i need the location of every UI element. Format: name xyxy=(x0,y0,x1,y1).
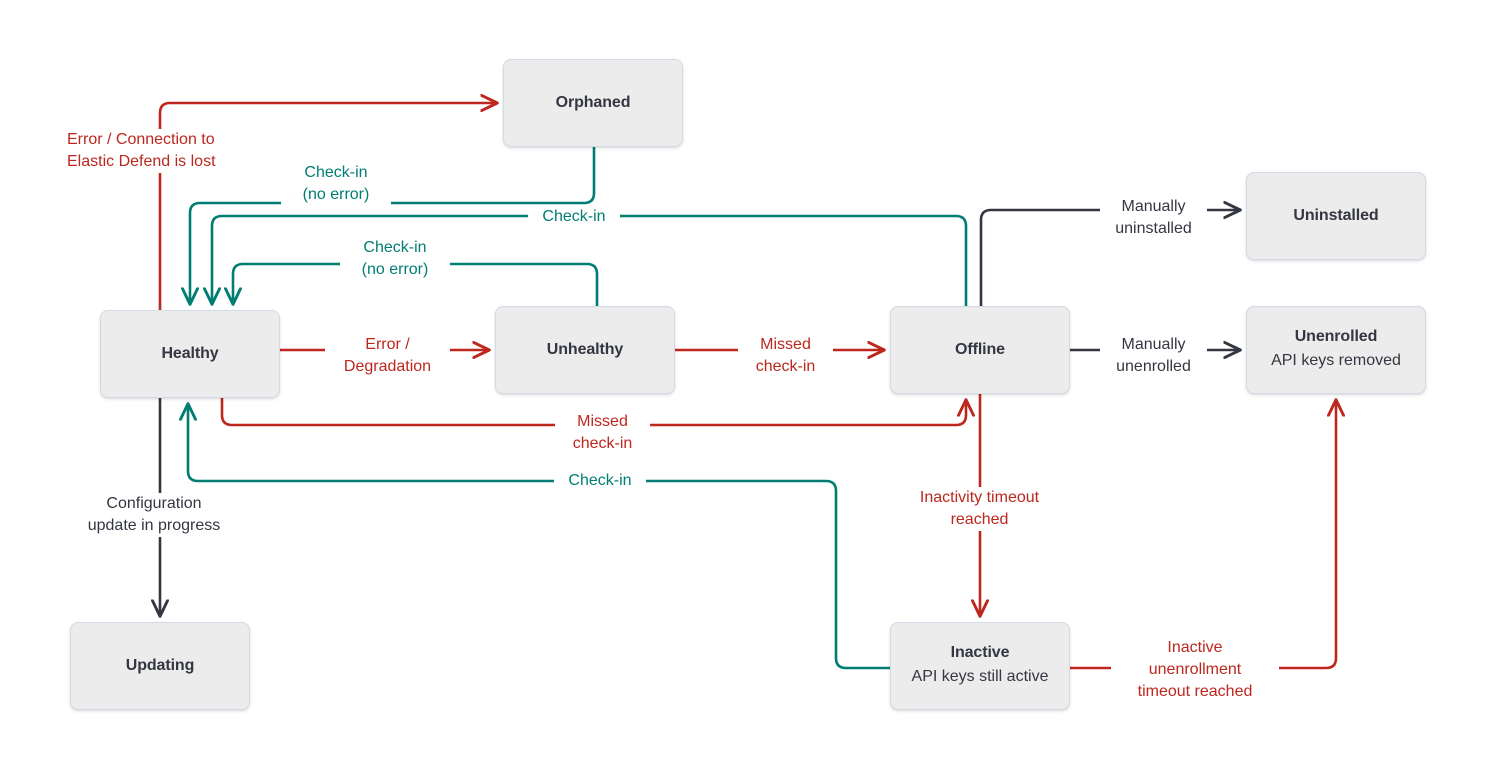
node-uninstalled-title: Uninstalled xyxy=(1293,206,1379,224)
edge-label-healthy-to-updating: Configuration update in progress xyxy=(70,493,238,537)
wire-orphaned-to-healthy xyxy=(190,145,596,304)
edge-label-offline-to-unenrolled: Manually unenrolled xyxy=(1100,334,1207,378)
node-inactive-title: Inactive xyxy=(950,643,1010,661)
edge-label-healthy-to-unhealthy: Error / Degradation xyxy=(325,334,450,378)
node-updating-title: Updating xyxy=(125,656,195,674)
edge-label-inactive-to-unenrolled: Inactive unenrollment timeout reached xyxy=(1111,637,1279,703)
node-healthy-title: Healthy xyxy=(161,344,219,362)
node-inactive[interactable]: Inactive API keys still active xyxy=(890,622,1070,710)
node-unhealthy-title: Unhealthy xyxy=(546,340,624,358)
node-offline[interactable]: Offline xyxy=(890,306,1070,394)
edge-label-healthy-to-orphaned: Error / Connection to Elastic Defend is … xyxy=(62,129,262,173)
edge-label-orphaned-to-healthy: Check-in (no error) xyxy=(281,162,391,206)
node-offline-title: Offline xyxy=(955,340,1005,358)
wire-offline-to-healthy xyxy=(212,214,968,308)
edge-label-offline-to-uninstalled: Manually uninstalled xyxy=(1100,196,1207,240)
node-unhealthy[interactable]: Unhealthy xyxy=(495,306,675,394)
wire-healthy-to-orphaned xyxy=(158,103,497,312)
wire-inactive-to-unenrolled xyxy=(1067,400,1336,670)
wire-offline-to-uninstalled xyxy=(979,210,1240,308)
edge-label-offline-to-inactive: Inactivity timeout reached xyxy=(898,487,1061,531)
edge-label-unhealthy-to-offline: Missed check-in xyxy=(738,334,833,378)
node-healthy[interactable]: Healthy xyxy=(100,310,280,398)
edge-label-healthy-to-offline: Missed check-in xyxy=(555,411,650,455)
node-unenrolled-subtitle: API keys removed xyxy=(1271,352,1401,370)
node-unenrolled-title: Unenrolled xyxy=(1294,327,1378,345)
node-unenrolled[interactable]: Unenrolled API keys removed xyxy=(1246,306,1426,394)
edge-label-unhealthy-to-healthy: Check-in (no error) xyxy=(340,237,450,281)
wire-inactive-to-healthy xyxy=(188,404,892,670)
node-inactive-subtitle: API keys still active xyxy=(911,668,1049,686)
edge-label-offline-to-healthy: Check-in xyxy=(528,206,620,228)
node-orphaned-title: Orphaned xyxy=(555,93,631,111)
node-orphaned[interactable]: Orphaned xyxy=(503,59,683,147)
node-uninstalled[interactable]: Uninstalled xyxy=(1246,172,1426,260)
node-updating[interactable]: Updating xyxy=(70,622,250,710)
edge-label-inactive-to-healthy: Check-in xyxy=(554,470,646,492)
